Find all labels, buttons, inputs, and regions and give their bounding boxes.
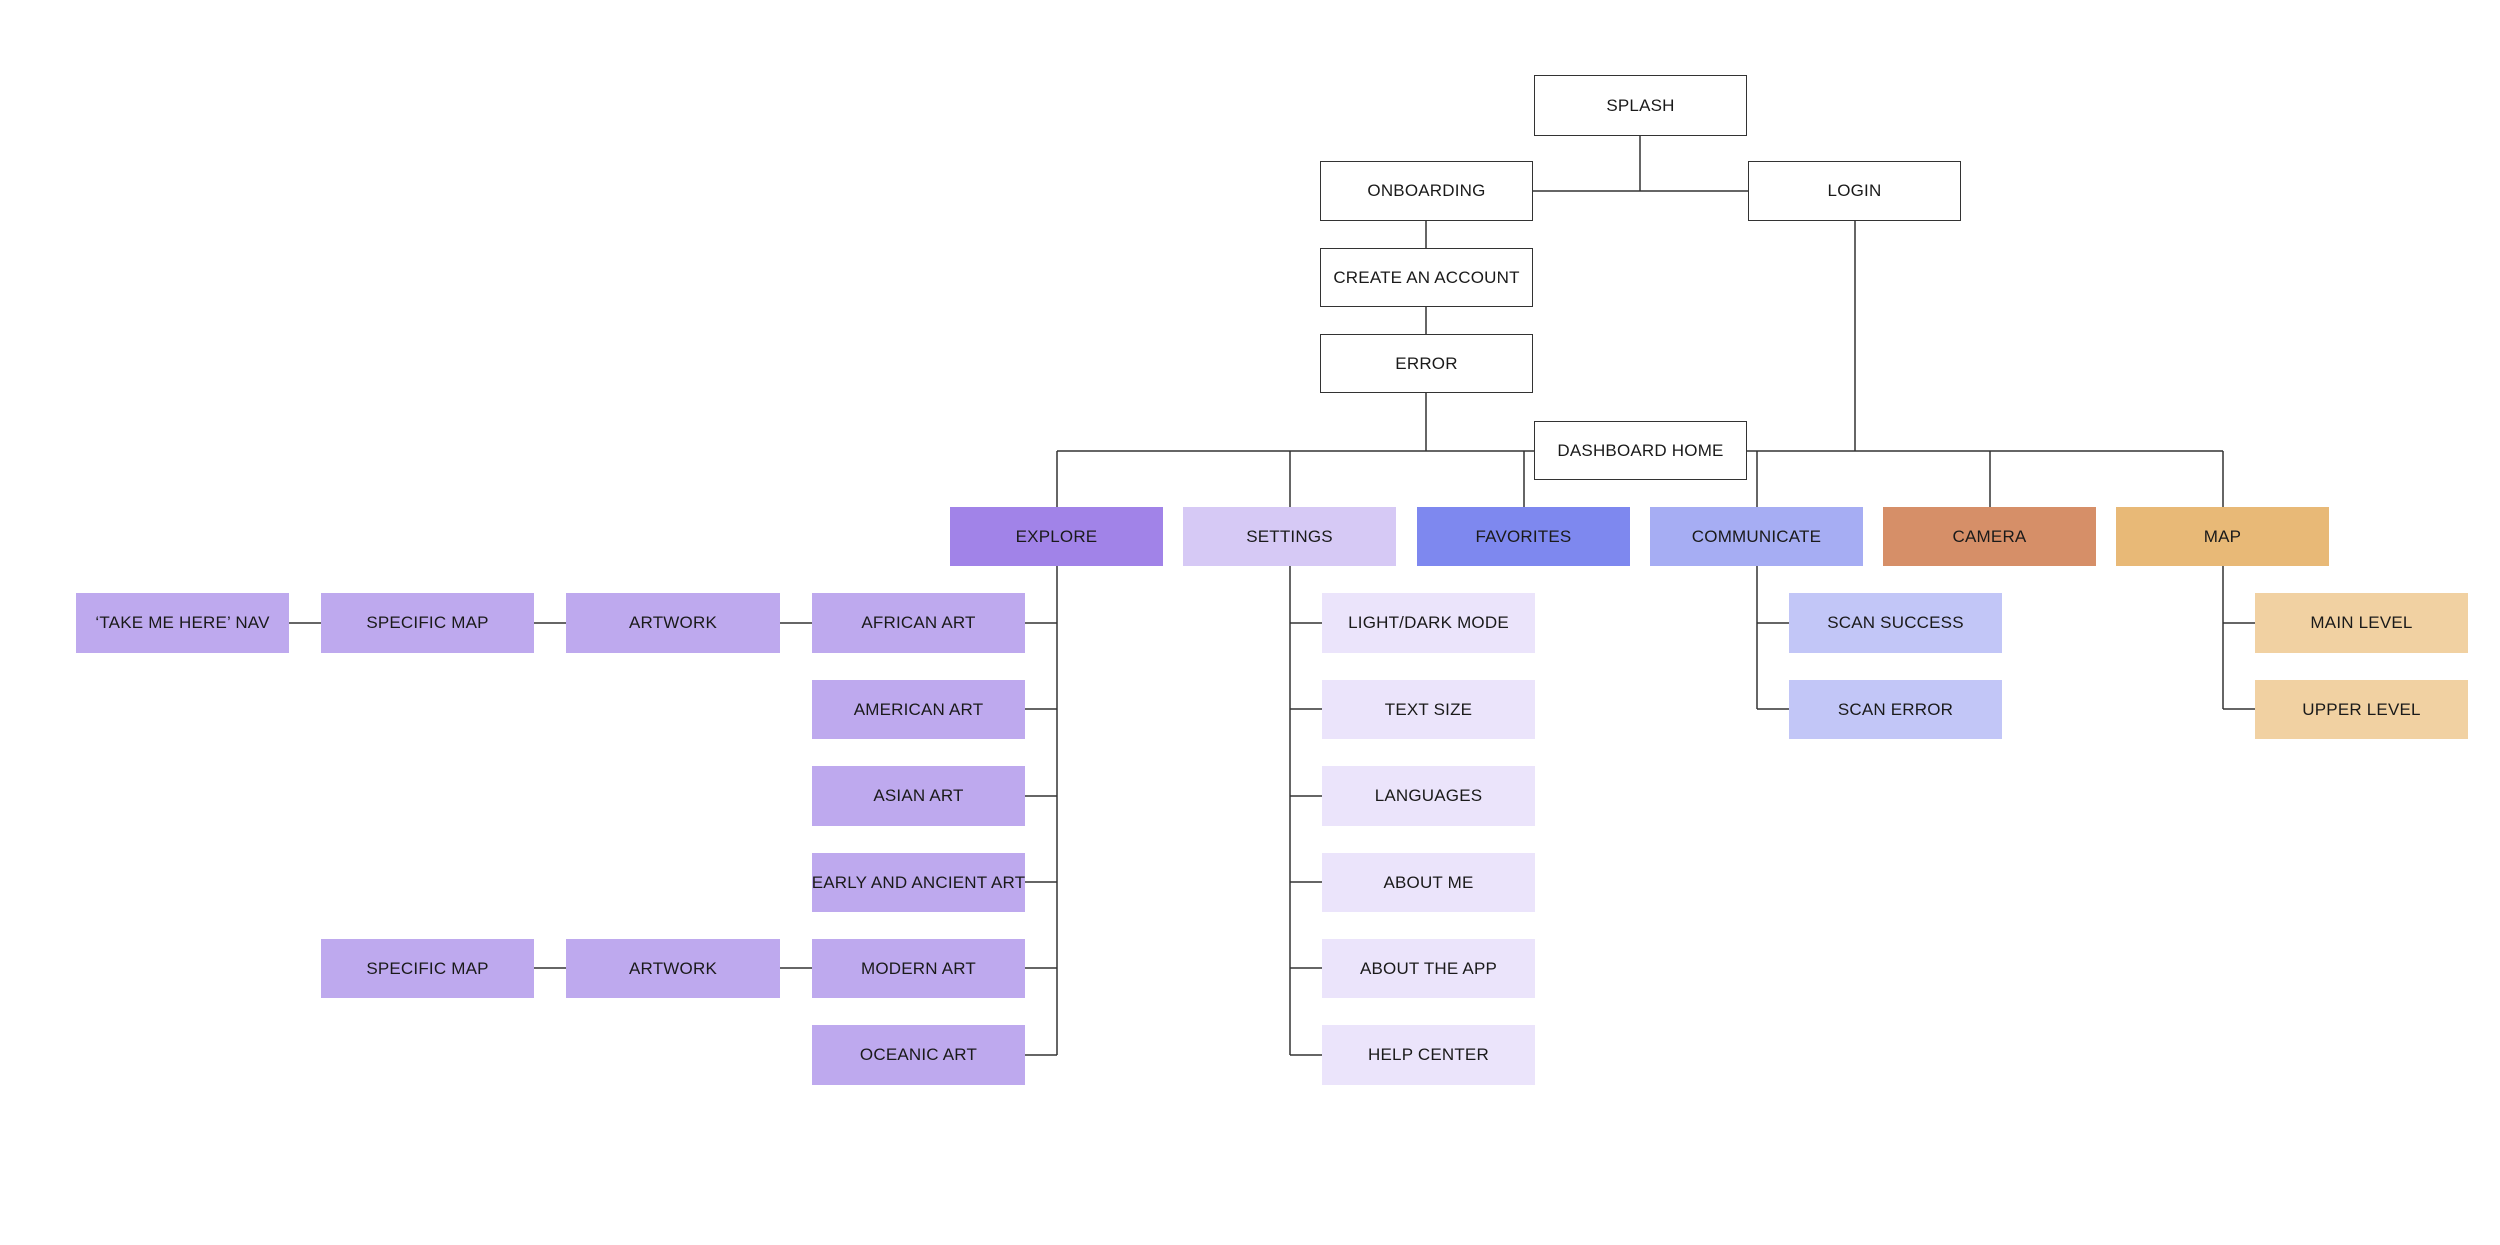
node-dashboard-home: DASHBOARD HOME <box>1534 421 1747 480</box>
node-languages: LANGUAGES <box>1322 766 1535 826</box>
node-login: LOGIN <box>1748 161 1961 221</box>
node-about-me: ABOUT ME <box>1322 853 1535 912</box>
node-communicate: COMMUNICATE <box>1650 507 1863 566</box>
node-favorites: FAVORITES <box>1417 507 1630 566</box>
node-camera: CAMERA <box>1883 507 2096 566</box>
node-splash: SPLASH <box>1534 75 1747 136</box>
node-help-center: HELP CENTER <box>1322 1025 1535 1085</box>
node-modern-art: MODERN ART <box>812 939 1025 998</box>
node-settings: SETTINGS <box>1183 507 1396 566</box>
node-artwork: ARTWORK <box>566 593 780 653</box>
node-about-the-app: ABOUT THE APP <box>1322 939 1535 998</box>
node-upper-level: UPPER LEVEL <box>2255 680 2468 739</box>
node-specific-map-2: SPECIFIC MAP <box>321 939 534 998</box>
node-create-account: CREATE AN ACCOUNT <box>1320 248 1533 307</box>
node-asian-art: ASIAN ART <box>812 766 1025 826</box>
node-map: MAP <box>2116 507 2329 566</box>
node-scan-success: SCAN SUCCESS <box>1789 593 2002 653</box>
node-artwork-2: ARTWORK <box>566 939 780 998</box>
node-onboarding: ONBOARDING <box>1320 161 1533 221</box>
node-specific-map: SPECIFIC MAP <box>321 593 534 653</box>
node-early-ancient-art: EARLY AND ANCIENT ART <box>812 853 1025 912</box>
node-american-art: AMERICAN ART <box>812 680 1025 739</box>
node-take-me-here-nav: ‘TAKE ME HERE’ NAV <box>76 593 289 653</box>
node-light-dark-mode: LIGHT/DARK MODE <box>1322 593 1535 653</box>
node-error: ERROR <box>1320 334 1533 393</box>
node-african-art: AFRICAN ART <box>812 593 1025 653</box>
node-oceanic-art: OCEANIC ART <box>812 1025 1025 1085</box>
node-text-size: TEXT SIZE <box>1322 680 1535 739</box>
node-scan-error: SCAN ERROR <box>1789 680 2002 739</box>
node-main-level: MAIN LEVEL <box>2255 593 2468 653</box>
node-explore: EXPLORE <box>950 507 1163 566</box>
